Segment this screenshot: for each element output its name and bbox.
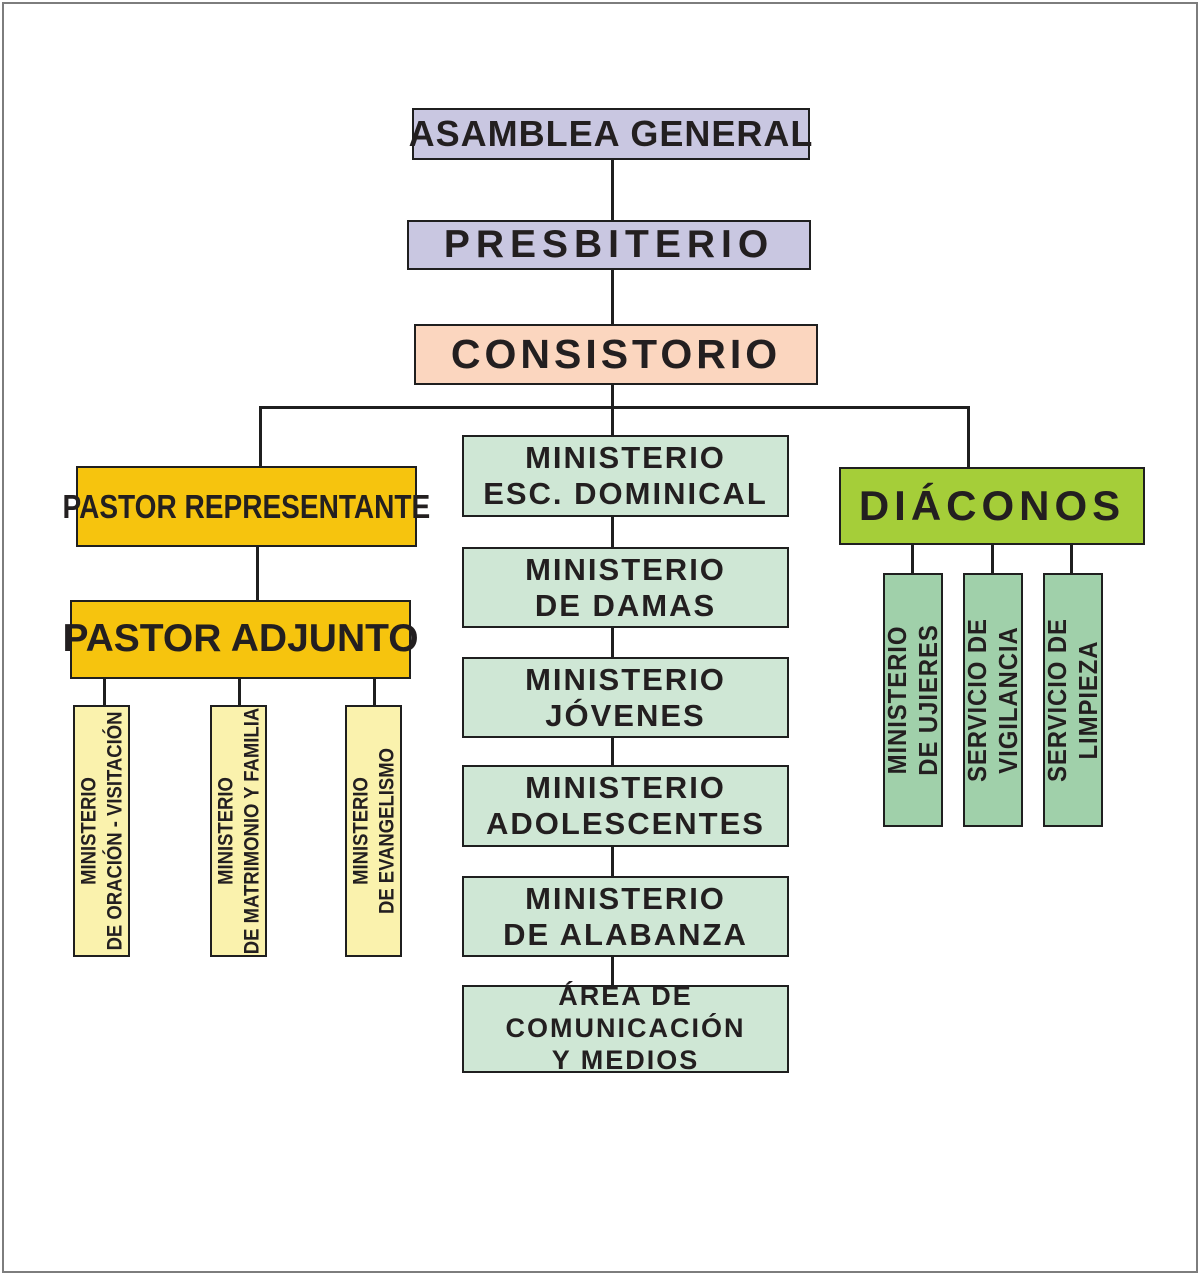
node-label: ASAMBLEA GENERAL <box>408 113 814 155</box>
connector-presbiterio-consistorio <box>611 268 614 326</box>
node-ministerio-de-damas: MINISTERIO DE DAMAS <box>462 547 789 628</box>
node-servicio-de-vigilancia: SERVICIO DE VIGILANCIA <box>961 573 1023 827</box>
connector-center-4-5 <box>611 846 614 878</box>
connector-adjunto-oracion <box>103 678 106 707</box>
connector-diaconos-limpieza <box>1070 544 1073 575</box>
vertical-label: MINISTERIO DE UJIERES <box>881 624 943 776</box>
connector-adjunto-matrimonio <box>238 678 241 707</box>
node-area-comunicacion-medios: ÁREA DE COMUNICACIÓN Y MEDIOS <box>462 981 789 1075</box>
node-ministerio-de-alabanza: MINISTERIO DE ALABANZA <box>462 876 789 957</box>
connector-diaconos-ujieres <box>911 544 914 575</box>
connector-pastorrep-pastoradj <box>256 546 259 602</box>
connector-center-3-4 <box>611 737 614 767</box>
node-ministerio-oracion-visitacion: MINISTERIO DE ORACIÓN - VISITACIÓN <box>73 705 130 957</box>
connector-center-2-3 <box>611 627 614 659</box>
node-ministerio-jovenes: MINISTERIO JÓVENES <box>462 657 789 738</box>
vertical-label: MINISTERIO DE MATRIMONIO Y FAMILIA <box>214 707 263 955</box>
connector-asamblea-presbiterio <box>611 160 614 222</box>
connector-branch-horizontal <box>259 406 970 409</box>
node-label: PASTOR REPRESENTANTE <box>62 487 431 525</box>
node-label: PASTOR ADJUNTO <box>62 617 419 661</box>
vertical-label: MINISTERIO DE EVANGELISMO <box>349 748 398 915</box>
node-ministerio-esc-dominical: MINISTERIO ESC. DOMINICAL <box>462 435 789 517</box>
node-pastor-representante: PASTOR REPRESENTANTE <box>63 466 430 547</box>
node-asamblea-general: ASAMBLEA GENERAL <box>409 108 812 160</box>
node-ministerio-adolescentes: MINISTERIO ADOLESCENTES <box>462 765 789 847</box>
vertical-label: SERVICIO DE VIGILANCIA <box>961 618 1023 782</box>
node-consistorio: CONSISTORIO <box>414 324 818 385</box>
connector-branch-right-drop <box>967 406 970 468</box>
node-ministerio-evangelismo: MINISTERIO DE EVANGELISMO <box>345 705 402 957</box>
node-ministerio-de-ujieres: MINISTERIO DE UJIERES <box>881 573 943 827</box>
vertical-label: SERVICIO DE LIMPIEZA <box>1041 618 1103 782</box>
connector-branch-left-drop <box>259 406 262 467</box>
node-label: DIÁCONOS <box>858 481 1126 529</box>
connector-center-1-2 <box>611 516 614 549</box>
node-label: CONSISTORIO <box>450 330 782 377</box>
node-diaconos: DIÁCONOS <box>839 467 1145 545</box>
node-label: PRESBITERIO <box>443 222 775 266</box>
vertical-label: MINISTERIO DE ORACIÓN - VISITACIÓN <box>77 711 126 951</box>
connector-diaconos-vigilancia <box>991 544 994 575</box>
node-pastor-adjunto: PASTOR ADJUNTO <box>62 600 419 679</box>
node-presbiterio: PRESBITERIO <box>407 220 811 270</box>
node-servicio-de-limpieza: SERVICIO DE LIMPIEZA <box>1041 573 1103 827</box>
node-ministerio-matrimonio-familia: MINISTERIO DE MATRIMONIO Y FAMILIA <box>210 705 267 957</box>
connector-center-5-6 <box>611 956 614 987</box>
connector-adjunto-evangelismo <box>373 678 376 707</box>
connector-consistorio-center <box>611 384 614 437</box>
